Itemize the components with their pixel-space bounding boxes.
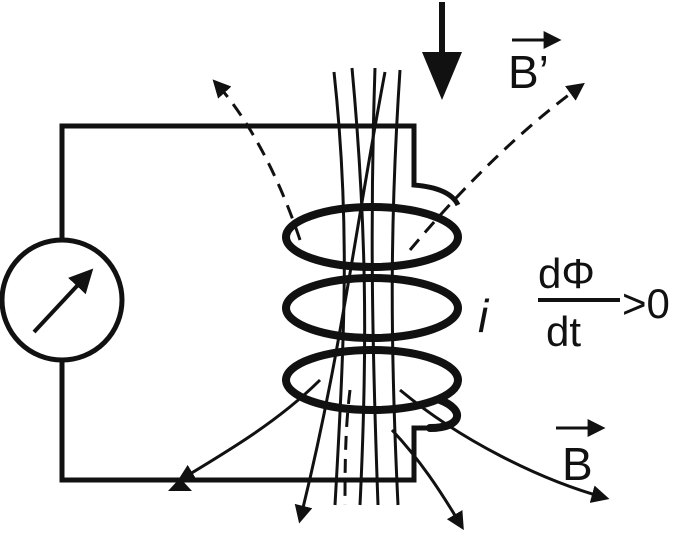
label-induced-field: B’ [508,31,562,98]
flux-fraction: dΦ dt >0 [538,250,670,355]
circuit-wire-bottom [59,360,440,483]
flux-relation: >0 [622,280,670,327]
coil [282,203,462,432]
circuit-wire [59,123,461,240]
flux-numerator: dΦ [538,250,595,297]
label-current: i [478,290,490,342]
label-field: B [556,419,606,490]
svg-text:B: B [562,438,593,490]
motion-arrow [422,2,462,100]
galvanometer [0,237,125,363]
magnetic-field-lines [176,67,610,531]
induced-field-lines [212,79,585,506]
svg-text:B’: B’ [508,46,549,98]
flux-denominator: dt [546,308,581,355]
current-direction-arrow [168,478,192,491]
